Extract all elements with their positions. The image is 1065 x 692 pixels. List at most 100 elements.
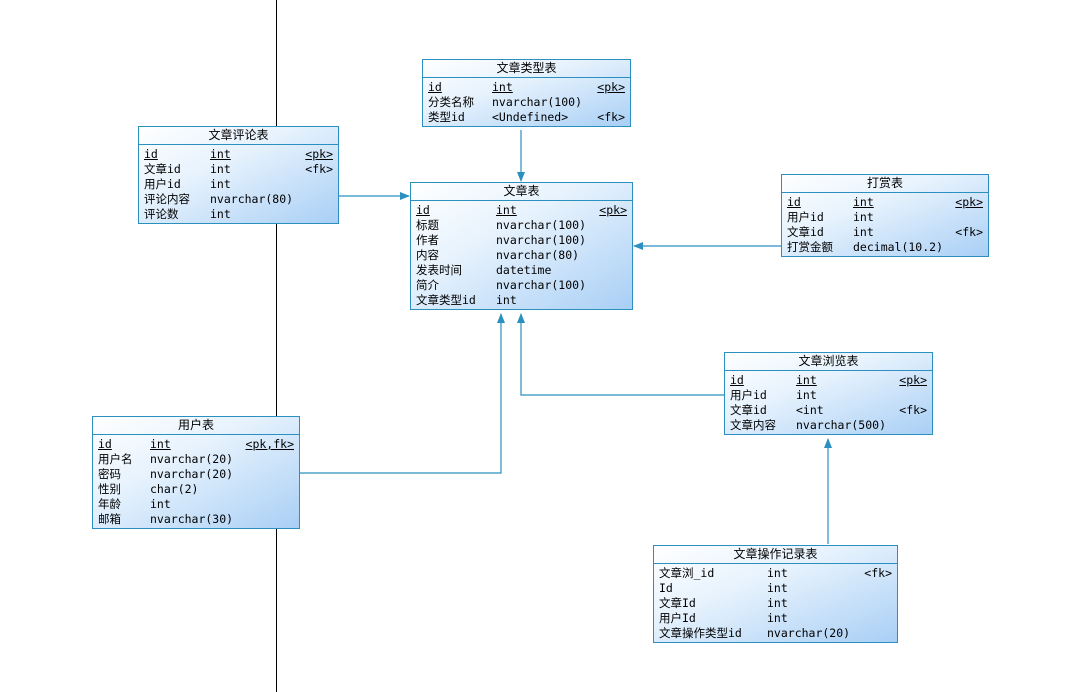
column-name: 文章id — [144, 162, 181, 176]
column-row: id int <pk> — [144, 147, 333, 162]
column-row: 文章操作类型id nvarchar(20) — [659, 626, 892, 641]
column-name: 文章id — [787, 225, 824, 239]
column-type: nvarchar(100) — [492, 95, 583, 109]
column-name: id — [730, 373, 744, 387]
column-type: char(2) — [150, 482, 199, 496]
column-type: int — [496, 293, 517, 307]
column-type: int — [210, 177, 231, 191]
column-key: <pk> — [899, 373, 927, 387]
column-name: 用户名 — [98, 452, 133, 466]
column-key: <pk,fk> — [245, 437, 294, 451]
column-row: 文章类型id int — [416, 293, 627, 308]
column-type: <int — [796, 403, 824, 417]
column-type: int — [767, 566, 788, 580]
column-name: 年龄 — [98, 497, 121, 511]
column-type: <Undefined> — [492, 110, 569, 124]
column-type: int — [853, 225, 874, 239]
column-type: int — [767, 581, 788, 595]
column-type: nvarchar(80) — [210, 192, 294, 206]
column-type: int — [210, 162, 231, 176]
column-type: nvarchar(20) — [767, 626, 851, 640]
column-name: 性别 — [98, 482, 121, 496]
column-row: 用户Id int — [659, 611, 892, 626]
column-name: 邮箱 — [98, 512, 121, 526]
column-row: 评论数 int — [144, 207, 333, 222]
column-type: int — [492, 80, 513, 94]
column-type: int — [796, 373, 817, 387]
column-type: int — [150, 497, 171, 511]
column-type: int — [796, 388, 817, 402]
column-name: 简介 — [416, 278, 439, 292]
column-name: id — [416, 203, 430, 217]
column-name: 用户id — [787, 210, 824, 224]
entity-title: 用户表 — [93, 417, 299, 435]
connector-user-to-article — [300, 313, 505, 474]
column-key: <fk> — [955, 225, 983, 239]
column-type: nvarchar(80) — [496, 248, 580, 262]
column-key: <fk> — [597, 110, 625, 124]
column-type: datetime — [496, 263, 552, 277]
column-name: 文章Id — [659, 596, 696, 610]
column-name: 用户id — [144, 177, 181, 191]
column-name: id — [787, 195, 801, 209]
column-row: id int <pk> — [730, 373, 927, 388]
column-name: 文章类型id — [416, 293, 476, 307]
column-row: 发表时间 datetime — [416, 263, 627, 278]
column-type: nvarchar(100) — [496, 278, 587, 292]
connectors — [300, 130, 832, 544]
column-type: int — [210, 207, 231, 221]
column-name: 文章内容 — [730, 418, 776, 432]
column-name: 类型id — [428, 110, 465, 124]
entity-title: 文章类型表 — [423, 60, 630, 78]
column-row: 文章id<int<fk> — [730, 403, 927, 418]
column-name: 文章id — [730, 403, 767, 417]
column-row: 邮箱 nvarchar(30) — [98, 512, 294, 527]
column-name: 发表时间 — [416, 263, 462, 277]
column-name: id — [98, 437, 112, 451]
column-name: 内容 — [416, 248, 439, 262]
entity-title: 文章浏览表 — [725, 353, 932, 371]
column-key: <pk> — [305, 147, 333, 161]
column-name: 评论数 — [144, 207, 179, 221]
column-name: id — [428, 80, 442, 94]
column-name: 文章浏_id — [659, 566, 715, 580]
entity-title: 文章评论表 — [139, 127, 338, 145]
column-name: 用户Id — [659, 611, 696, 625]
column-name: 打赏金额 — [787, 240, 833, 254]
column-type: nvarchar(30) — [150, 512, 234, 526]
column-row: 年龄 int — [98, 497, 294, 512]
column-type: int — [210, 147, 231, 161]
column-name: id — [144, 147, 158, 161]
column-row: 类型id <Undefined> <fk> — [428, 110, 625, 125]
entity-title: 打赏表 — [782, 175, 988, 193]
column-name: 文章操作类型id — [659, 626, 742, 640]
column-type: int — [767, 611, 788, 625]
column-name: 作者 — [416, 233, 439, 247]
